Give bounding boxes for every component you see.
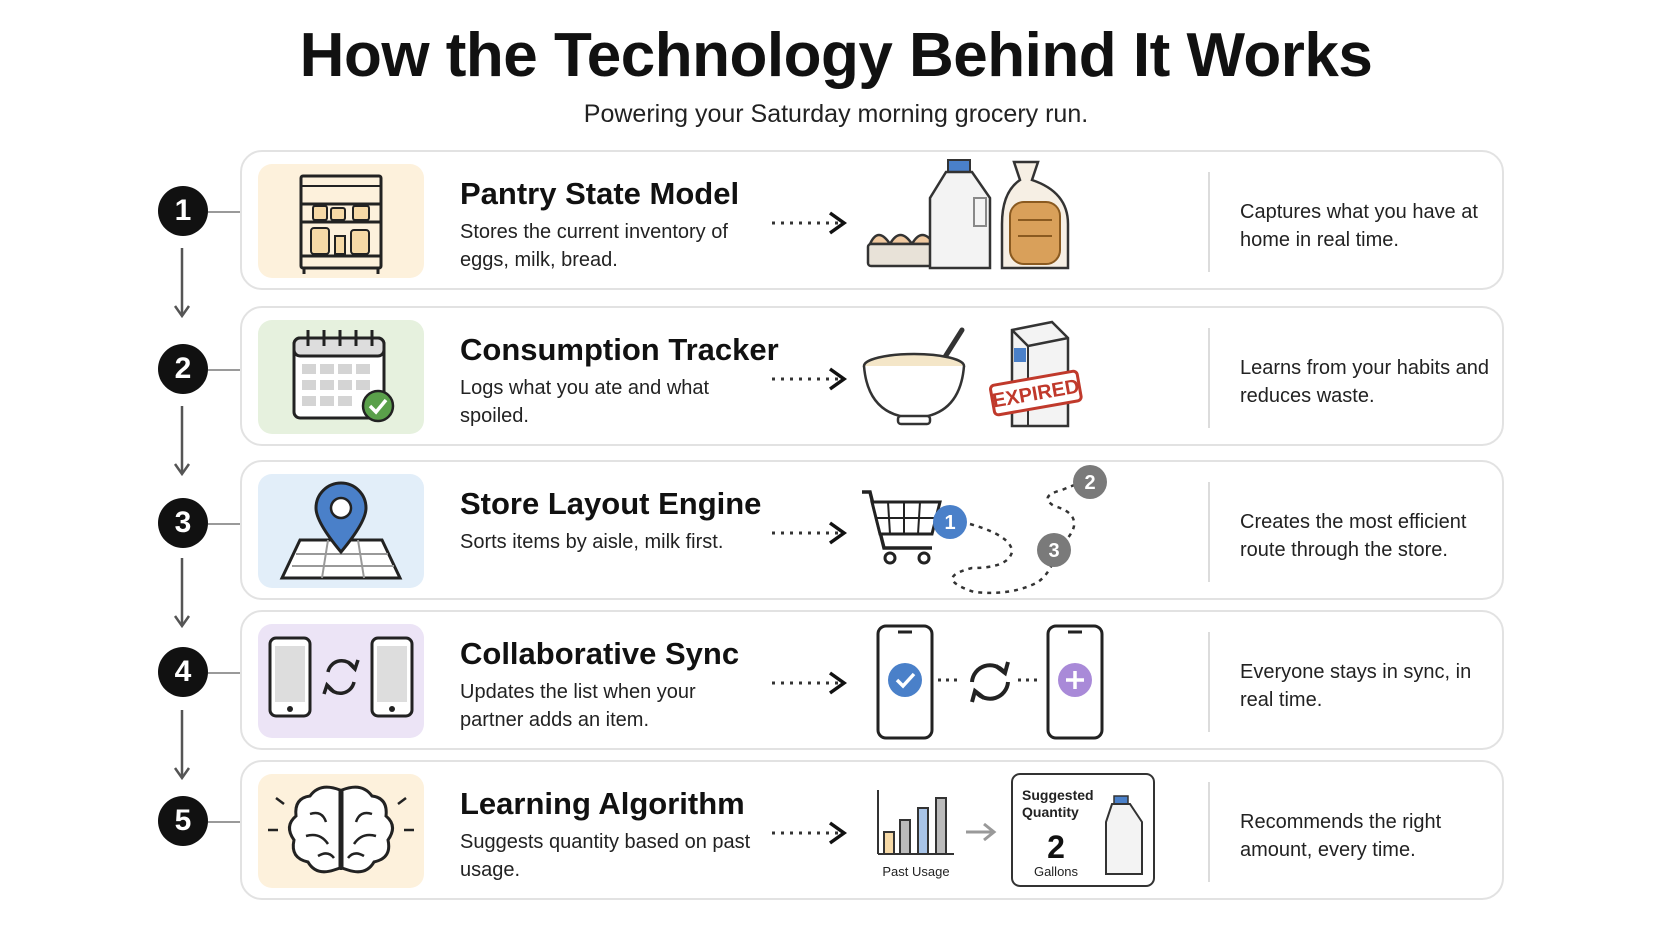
sync-tile: [258, 624, 424, 738]
phone-checked-icon: [876, 624, 934, 740]
step-description: Suggests quantity based on past usage.: [460, 831, 751, 881]
dotted-arrow-icon: [772, 367, 848, 391]
expired-badge: EXPIRED: [989, 369, 1083, 417]
brain-icon: [268, 785, 414, 874]
phones-sync-icon: [268, 636, 414, 718]
row-divider: [1208, 782, 1210, 882]
shopping-cart-icon: [862, 490, 942, 565]
dotted-arrow-icon: [772, 211, 848, 235]
bread-loaf-icon: [1000, 160, 1070, 270]
dotted-arrow-icon: [772, 521, 848, 545]
cereal-and-milk-illustration: EXPIRED: [862, 320, 1083, 428]
down-arrow-icon: [173, 558, 191, 629]
right-arrow-icon: [966, 822, 997, 842]
down-arrow-icon: [173, 710, 191, 781]
pantry-tile: [258, 164, 424, 278]
step-number-5: 5: [158, 796, 208, 846]
down-arrow-icon: [173, 406, 191, 477]
step-connector-1: [208, 211, 240, 213]
row-divider: [1208, 172, 1210, 272]
row-divider: [1208, 328, 1210, 428]
route-stop-1: 1: [933, 505, 967, 539]
step-title: Collaborative Sync: [460, 636, 740, 671]
step-note: Captures what you have at home in real t…: [1240, 201, 1478, 251]
step-note: Recommends the right amount, every time.: [1240, 811, 1442, 861]
milk-jug-icon: [1105, 795, 1143, 875]
route-stop-3: 3: [1037, 533, 1071, 567]
row-divider: [1208, 632, 1210, 732]
step-note: Creates the most efficient route through…: [1240, 511, 1467, 561]
step-description: Sorts items by aisle, milk first.: [460, 531, 724, 553]
groceries-illustration: [866, 159, 1070, 270]
step-connector-4: [208, 672, 240, 674]
step-description: Stores the current inventory of eggs, mi…: [460, 221, 728, 271]
step-connector-5: [208, 821, 240, 823]
milk-jug-icon: [928, 159, 992, 270]
step-note: Learns from your habits and reduces wast…: [1240, 357, 1490, 407]
step-row-sync: Collaborative Sync Updates the list when…: [240, 610, 1504, 750]
consumption-tile: [258, 320, 424, 434]
sync-arrows-icon: [970, 661, 1010, 703]
phone-add-icon: [1046, 624, 1104, 740]
dotted-arrow-icon: [772, 671, 848, 695]
step-number-2: 2: [158, 344, 208, 394]
step-row-store-layout: Store Layout Engine Sorts items by aisle…: [240, 460, 1504, 600]
step-row-pantry: Pantry State Model Stores the current in…: [240, 150, 1504, 290]
store-layout-tile: [258, 474, 424, 588]
svg-text:2: 2: [1084, 472, 1095, 494]
cereal-bowl-icon: [862, 327, 966, 426]
step-number-1: 1: [158, 186, 208, 236]
svg-text:3: 3: [1048, 540, 1059, 562]
past-usage-bars-icon: Past Usage: [877, 790, 954, 879]
phone-sync-illustration: [876, 624, 1104, 740]
page-title: How the Technology Behind It Works: [299, 21, 1373, 90]
map-pin-icon: [279, 481, 403, 580]
store-route-illustration: 1 2 3: [862, 465, 1107, 595]
learning-tile: [258, 774, 424, 888]
calendar-check-icon: [292, 330, 395, 423]
row-divider: [1208, 482, 1210, 582]
step-title: Consumption Tracker: [460, 332, 779, 367]
page-subtitle: Powering your Saturday morning grocery r…: [583, 100, 1089, 128]
svg-text:1: 1: [944, 512, 955, 534]
step-number-3: 3: [158, 498, 208, 548]
route-stop-2: 2: [1073, 465, 1107, 499]
step-title: Learning Algorithm: [460, 786, 745, 821]
step-title: Pantry State Model: [460, 176, 740, 211]
svg-text:Gallons: Gallons: [1034, 864, 1079, 879]
step-title: Store Layout Engine: [460, 486, 762, 521]
step-connector-3: [208, 523, 240, 525]
step-description: Logs what you ate and what spoiled.: [460, 377, 710, 427]
down-arrow-icon: [173, 248, 191, 319]
step-number-4: 4: [158, 647, 208, 697]
step-connector-2: [208, 369, 240, 371]
svg-text:Past Usage: Past Usage: [882, 864, 949, 879]
step-row-learning: Learning Algorithm Suggests quantity bas…: [240, 760, 1504, 900]
step-row-consumption: Consumption Tracker Logs what you ate an…: [240, 306, 1504, 446]
step-note: Everyone stays in sync, in real time.: [1240, 661, 1472, 711]
pantry-shelf-icon: [299, 174, 383, 274]
step-description: Updates the list when your partner adds …: [460, 681, 696, 731]
dotted-arrow-icon: [772, 821, 848, 845]
svg-text:2: 2: [1047, 829, 1065, 865]
